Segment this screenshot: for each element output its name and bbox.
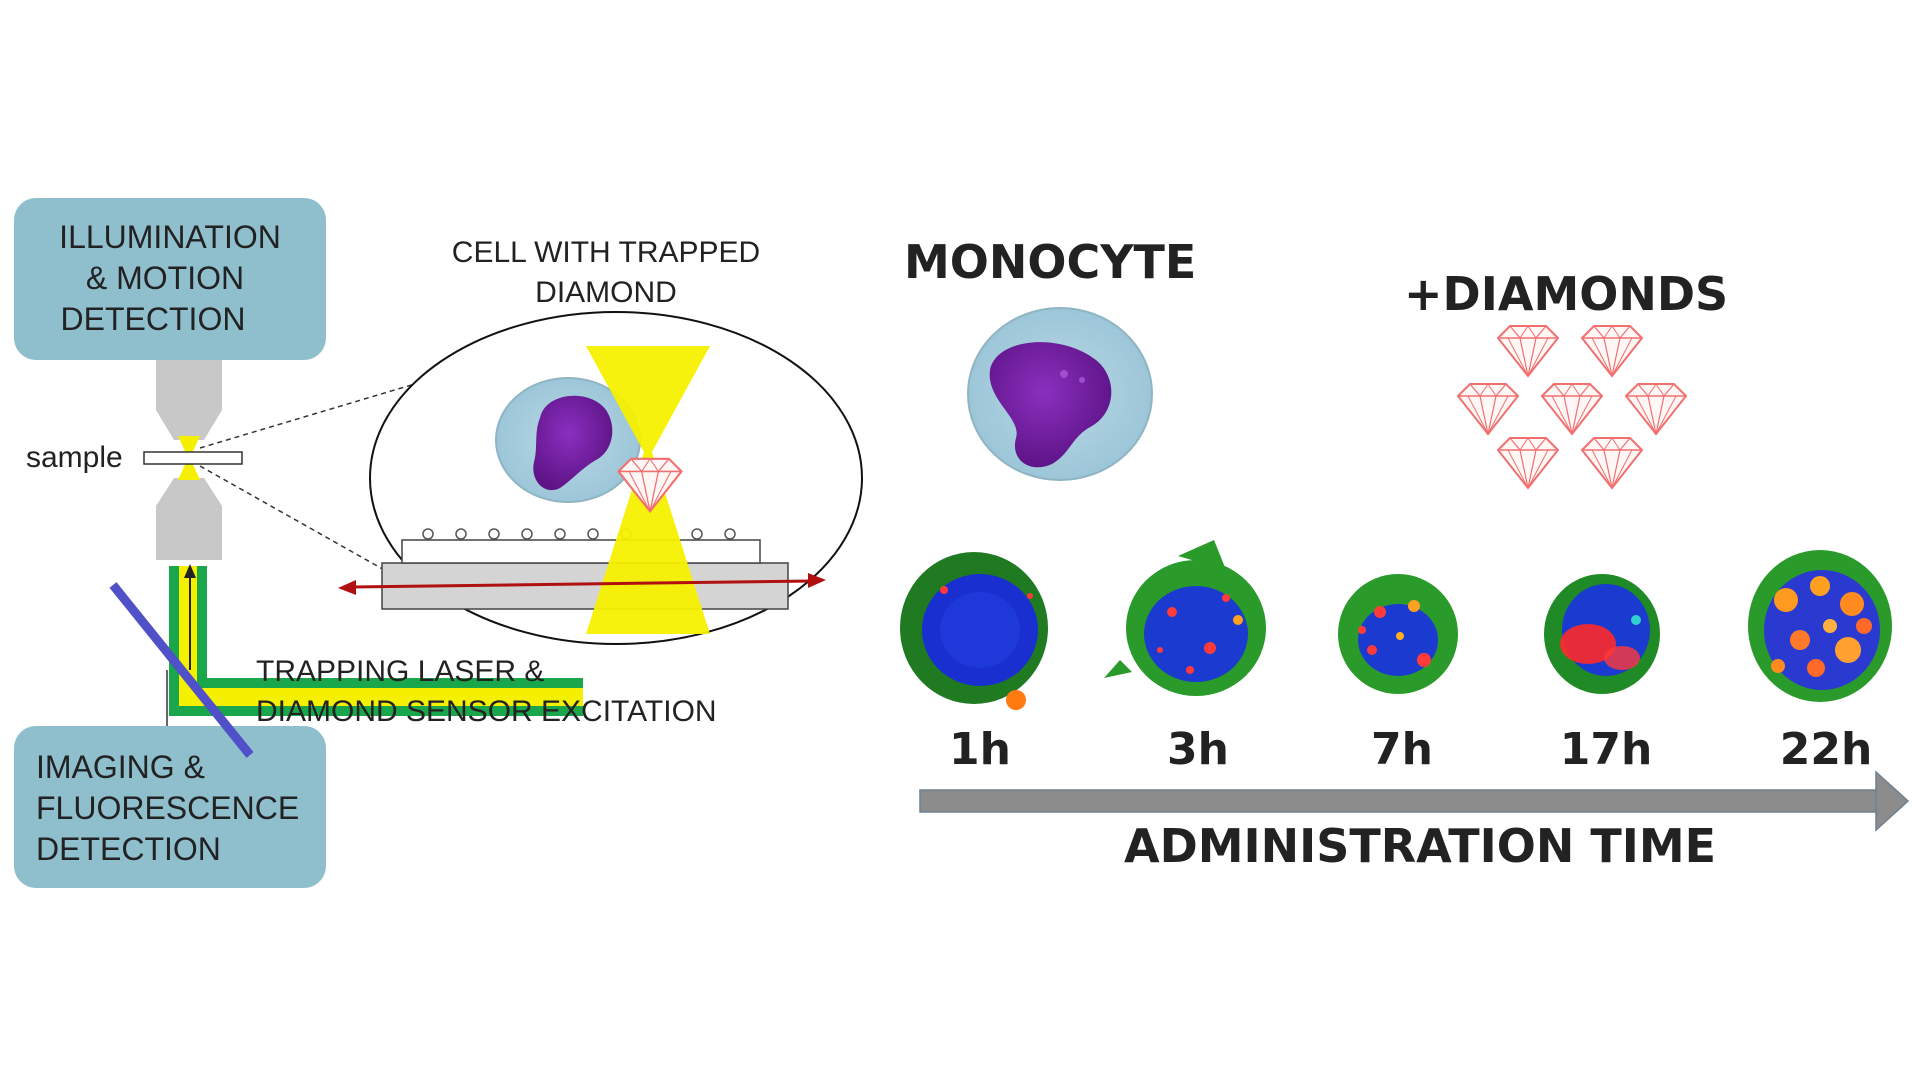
imaging-box	[14, 726, 326, 888]
cell-label-1: CELL WITH TRAPPED	[452, 236, 760, 269]
imaging-label-3: DETECTION	[36, 831, 221, 867]
micrograph-22h	[1748, 550, 1892, 702]
cell-label-2: DIAMOND	[535, 276, 677, 309]
beam-yellow	[179, 566, 583, 706]
diamonds-label: +DIAMONDS	[1404, 267, 1728, 321]
timeline-arrow-head	[1875, 770, 1910, 832]
timepoint-7h: 7h	[1371, 724, 1433, 775]
dichroic-mirror	[109, 582, 254, 758]
administration-time-label: ADMINISTRATION TIME	[1124, 819, 1716, 873]
imaging-label-2: FLUORESCENCE	[36, 790, 299, 826]
nucleolus-dot	[1079, 377, 1085, 383]
diamond-icon	[1497, 325, 1559, 377]
micrograph-1h	[900, 552, 1048, 710]
stage-motion-arrow	[351, 579, 813, 589]
diamond-icon	[1497, 437, 1559, 489]
illumination-label-3: DETECTION	[61, 301, 246, 337]
illumination-label-2: & MOTION	[86, 260, 244, 296]
timepoint-1h: 1h	[949, 724, 1011, 775]
timepoint-22h: 22h	[1780, 724, 1873, 775]
nucleolus-dot	[1060, 370, 1068, 378]
monocyte-nucleus	[989, 342, 1112, 468]
lower-objective	[156, 478, 222, 560]
diamond-icon	[1457, 383, 1519, 435]
timepoint-3h: 3h	[1167, 724, 1229, 775]
diamond-icon	[1625, 383, 1687, 435]
sample-slide	[143, 451, 243, 465]
micrograph-3h	[1104, 540, 1266, 696]
coverslip	[401, 539, 761, 564]
diamond-icon	[1581, 325, 1643, 377]
timeline-arrow-shaft	[919, 789, 1881, 813]
timepoint-17h: 17h	[1560, 724, 1653, 775]
laser-label-2: DIAMOND SENSOR EXCITATION	[256, 695, 717, 728]
stage-motion-arrow-left	[338, 580, 356, 595]
beam-arrow-head	[184, 564, 196, 578]
imaging-label-1: IMAGING &	[36, 749, 205, 785]
micrograph-7h	[1338, 574, 1458, 694]
trapped-cell-nucleus	[533, 395, 613, 491]
diamond-cluster	[1457, 325, 1687, 489]
stage-motion-arrow-right	[808, 573, 826, 588]
upper-objective	[156, 360, 222, 440]
laser-label-1: TRAPPING LASER &	[256, 655, 544, 688]
diamond-icon	[1541, 383, 1603, 435]
illumination-box	[14, 198, 326, 360]
illumination-label-1: ILLUMINATION	[59, 219, 281, 255]
zoom-line-top	[199, 382, 419, 449]
micrograph-17h	[1544, 574, 1660, 694]
monocyte-label: MONOCYTE	[904, 235, 1196, 289]
diamond-icon	[1581, 437, 1643, 489]
sample-label: sample	[26, 441, 123, 474]
